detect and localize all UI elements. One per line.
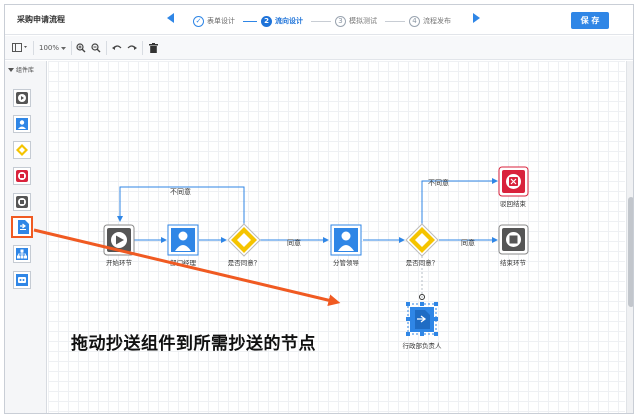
step-flow-publish[interactable]: 4 流程发布 — [409, 14, 451, 28]
node-gateway-2-label: 是否同意？ — [406, 258, 439, 267]
toolbar-divider — [142, 41, 143, 55]
stop-circle-icon — [16, 170, 28, 182]
step-number-badge: 3 — [335, 15, 346, 27]
edge-label-agree-2: 同意 — [461, 238, 475, 247]
prev-step-arrow-icon[interactable] — [167, 13, 174, 23]
toolbar-divider — [33, 41, 34, 55]
undo-button[interactable] — [111, 41, 123, 55]
trash-icon — [148, 43, 158, 53]
header-bar: 采购申请流程 ✓ 表单设计 2 流向设计 3 模拟测试 4 流程发布 保 存 — [5, 5, 633, 35]
user-icon — [16, 118, 28, 130]
panel-layout-icon — [12, 43, 27, 52]
node-end[interactable] — [498, 224, 529, 255]
undo-icon — [112, 45, 122, 50]
app-title: 采购申请流程 — [17, 15, 65, 24]
node-gateway-2[interactable] — [405, 223, 439, 257]
node-end-label: 结束环节 — [500, 258, 527, 267]
zoom-out-icon — [91, 43, 101, 53]
step-number-badge: 2 — [261, 15, 272, 27]
node-division-lead[interactable] — [330, 224, 362, 256]
edge-label-disagree-2: 不同意 — [428, 178, 449, 187]
toolbar: 100% — [5, 36, 633, 60]
node-start[interactable] — [103, 224, 135, 256]
flow-canvas[interactable]: 不同意 同意 不同意 同意 开始环节 — [48, 61, 625, 413]
node-dept-manager-label: 部门经理 — [170, 258, 197, 267]
node-start-label: 开始环节 — [106, 258, 133, 267]
node-cc-admin-head[interactable] — [406, 294, 438, 337]
flow-diagram: 不同意 同意 不同意 同意 开始环节 — [103, 166, 529, 350]
layout-toggle-button[interactable] — [11, 41, 29, 55]
diamond-icon — [16, 144, 28, 156]
edge-label-agree-1: 同意 — [287, 238, 301, 247]
component-library-label: 组件库 — [16, 67, 35, 74]
rotate-handle-icon — [419, 294, 425, 300]
check-circle-icon: ✓ — [193, 15, 204, 27]
step-label: 流程发布 — [423, 17, 451, 25]
stop-square-icon — [16, 196, 28, 208]
vertical-scrollbar[interactable] — [626, 61, 633, 413]
node-reject-end[interactable] — [498, 166, 529, 197]
palette-reject-end[interactable] — [13, 167, 31, 185]
step-connector — [311, 21, 331, 22]
palette-cc-node[interactable] — [11, 216, 33, 238]
chevron-down-icon — [61, 46, 66, 50]
delete-button[interactable] — [147, 41, 159, 55]
step-number-badge: 4 — [409, 15, 420, 27]
play-circle-icon — [16, 92, 28, 104]
org-chart-icon — [16, 248, 28, 260]
node-division-lead-label: 分管领导 — [333, 258, 360, 267]
zoom-in-button[interactable] — [75, 41, 87, 55]
palette-subprocess[interactable] — [13, 271, 31, 289]
triangle-down-icon — [8, 67, 14, 72]
redo-button[interactable] — [126, 41, 138, 55]
cc-document-icon — [17, 220, 29, 234]
toolbar-divider — [71, 41, 72, 55]
instruction-text: 拖动抄送组件到所需抄送的节点 — [71, 334, 316, 354]
palette-start-node[interactable] — [13, 89, 31, 107]
zoom-out-button[interactable] — [90, 41, 102, 55]
step-label: 流向设计 — [275, 17, 303, 25]
node-dept-manager[interactable] — [167, 224, 199, 256]
palette-gateway[interactable] — [13, 141, 31, 159]
node-gateway-1[interactable] — [227, 223, 261, 257]
node-cc-admin-head-label: 行政部负责人 — [403, 341, 443, 350]
palette-user-task[interactable] — [13, 115, 31, 133]
save-button[interactable]: 保 存 — [571, 12, 609, 29]
zoom-level: 100% — [38, 44, 59, 52]
step-label: 表单设计 — [207, 17, 235, 25]
step-label: 模拟测试 — [349, 17, 377, 25]
step-flow-design[interactable]: 2 流向设计 — [261, 14, 303, 28]
zoom-select[interactable]: 100% — [38, 41, 68, 55]
edge-gateway2-disagree[interactable] — [421, 178, 498, 224]
step-connector — [243, 21, 257, 22]
node-reject-end-label: 驳回结束 — [500, 199, 527, 208]
palette-end-node[interactable] — [13, 193, 31, 211]
step-simulation-test[interactable]: 3 模拟测试 — [335, 14, 377, 28]
redo-icon — [127, 45, 137, 50]
edge-gateway1-disagree[interactable] — [117, 186, 245, 224]
zoom-in-icon — [76, 43, 86, 53]
component-library: 组件库 — [5, 61, 47, 413]
toolbar-divider — [106, 41, 107, 55]
scrollbar-thumb[interactable] — [628, 197, 633, 307]
next-step-arrow-icon[interactable] — [473, 13, 480, 23]
step-form-design[interactable]: ✓ 表单设计 — [193, 14, 235, 28]
component-library-title[interactable]: 组件库 — [8, 65, 34, 74]
subprocess-icon — [16, 274, 28, 286]
step-connector — [385, 21, 405, 22]
edge-label-disagree-1: 不同意 — [170, 187, 191, 196]
palette-org-chart[interactable] — [13, 245, 31, 263]
node-gateway-1-label: 是否同意？ — [228, 258, 261, 267]
